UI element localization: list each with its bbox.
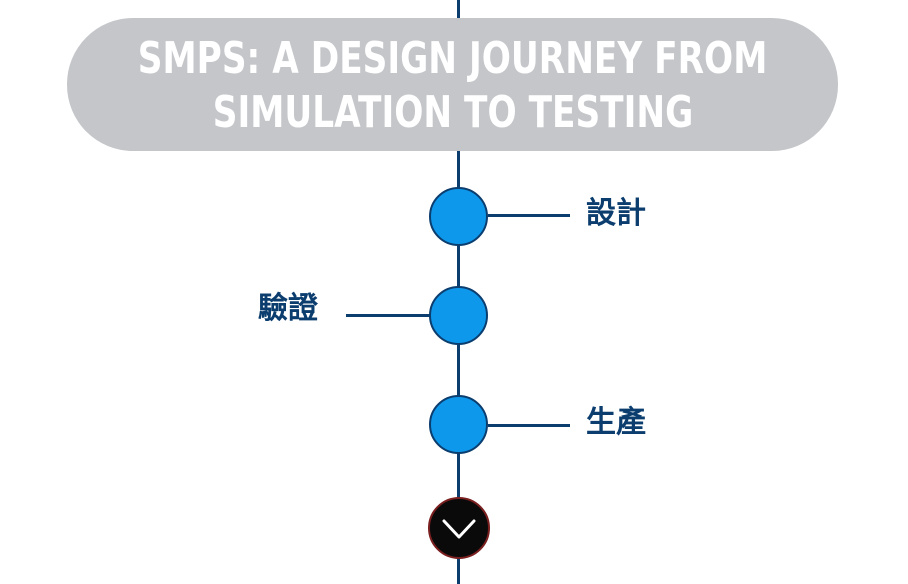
title-line-1: SMPS: A DESIGN JOURNEY FROM (137, 32, 768, 84)
step-connector-production (488, 424, 570, 427)
chevron-down-icon (442, 519, 476, 539)
step-label-design: 設計 (586, 196, 646, 231)
title-line-2: SIMULATION TO TESTING (212, 86, 693, 138)
step-label-verification: 驗證 (258, 291, 318, 326)
title-banner: SMPS: A DESIGN JOURNEY FROM SIMULATION T… (67, 18, 838, 151)
step-connector-verification (346, 314, 430, 317)
step-node-production[interactable] (429, 395, 488, 454)
expand-button[interactable] (428, 497, 490, 559)
step-connector-design (488, 214, 570, 217)
step-label-production: 生產 (586, 405, 646, 440)
step-node-verification[interactable] (429, 286, 488, 345)
step-node-design[interactable] (429, 187, 488, 246)
